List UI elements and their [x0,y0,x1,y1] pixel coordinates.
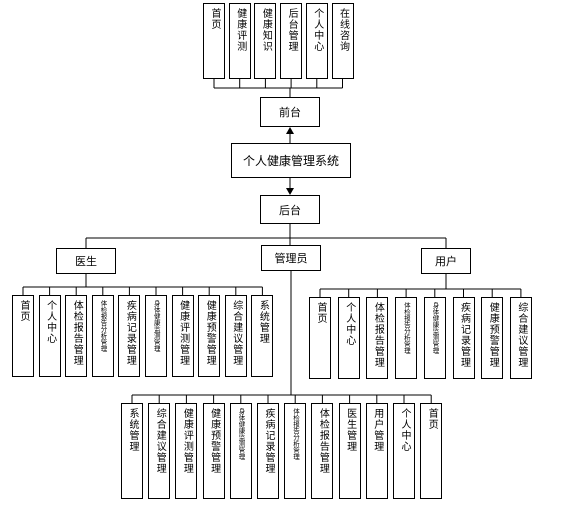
doctor-module-label: 体检报告管理 [71,300,83,366]
user-module-label: 个人中心 [343,302,355,346]
user-role-label: 用户 [435,255,457,268]
admin-role-node: 管理员 [261,245,321,271]
admin-module-label: 系统管理 [127,408,138,452]
admin-module-box: 疾病记录管理 [257,403,279,499]
arrow-down [286,188,294,195]
doctor-role-node: 医生 [56,248,116,274]
frontend-module-box: 健康评测 [228,3,251,79]
user-module-box: 个人中心 [337,297,360,379]
admin-module-box: 体检报告分析管理 [284,403,307,499]
doctor-module-label: 疾病记录管理 [124,300,136,366]
frontend-module-label: 首页 [209,8,220,30]
user-module-label: 疾病记录管理 [458,302,470,368]
user-module-box: 体检报告管理 [366,297,389,379]
admin-module-box: 医生管理 [338,403,361,499]
root-node: 个人健康管理系统 [231,143,351,178]
user-module-label: 健康预警管理 [487,302,499,368]
frontend-node: 前台 [260,97,320,127]
frontend-module-box: 首页 [203,3,225,79]
doctor-module-label: 健康预警管理 [204,300,216,366]
doctor-module-label: 系统管理 [257,300,269,344]
doctor-module-box: 首页 [12,295,34,377]
doctor-module-box: 身体健康监测管理 [145,295,167,377]
admin-role-label: 管理员 [274,252,308,265]
frontend-module-box: 个人中心 [305,3,328,79]
admin-module-box: 系统管理 [121,403,143,499]
doctor-module-box: 健康评测管理 [171,295,194,377]
admin-module-label: 体检报告分析管理 [291,408,300,460]
arrow-up [286,127,294,134]
user-module-label: 体检报告管理 [372,302,384,368]
user-module-box: 疾病记录管理 [452,297,475,379]
frontend-module-box: 在线咨询 [331,3,354,79]
root-label: 个人健康管理系统 [242,154,339,168]
admin-module-box: 健康评测管理 [175,403,198,499]
doctor-module-box: 健康预警管理 [198,295,221,377]
user-module-label: 身体健康监测管理 [431,302,440,354]
frontend-module-box: 健康知识 [254,3,277,79]
admin-module-label: 健康预警管理 [208,408,220,474]
user-module-box: 首页 [309,297,331,379]
doctor-module-label: 体检报告分析管理 [99,300,108,352]
admin-module-box: 体检报告管理 [311,403,334,499]
user-module-box: 健康预警管理 [481,297,504,379]
admin-module-label: 首页 [426,408,438,430]
user-module-label: 首页 [315,302,326,324]
doctor-module-label: 首页 [18,300,29,322]
user-role-node: 用户 [421,248,471,274]
doctor-module-box: 个人中心 [38,295,61,377]
frontend-module-label: 后台管理 [286,8,298,52]
frontend-module-label: 在线咨询 [337,8,349,52]
user-module-label: 体检报告分析管理 [402,302,411,354]
frontend-module-label: 个人中心 [311,8,323,52]
admin-module-box: 个人中心 [393,403,415,499]
admin-module-label: 疾病记录管理 [263,408,274,474]
admin-module-label: 用户管理 [371,408,383,452]
doctor-module-label: 综合建议管理 [230,300,242,366]
backend-label: 后台 [279,203,301,217]
admin-module-box: 健康预警管理 [202,403,225,499]
admin-module-label: 体检报告管理 [317,408,329,474]
doctor-module-box: 体检报告管理 [65,295,88,377]
backend-node: 后台 [260,195,320,224]
admin-module-label: 个人中心 [399,408,410,452]
admin-module-label: 健康评测管理 [181,408,193,474]
user-module-box: 体检报告分析管理 [395,297,418,379]
admin-module-box: 首页 [420,403,443,499]
doctor-role-label: 医生 [75,255,97,268]
admin-module-label: 综合建议管理 [154,408,166,474]
doctor-module-label: 身体健康监测管理 [152,300,161,352]
frontend-label: 前台 [279,106,301,119]
frontend-module-box: 后台管理 [280,3,303,79]
admin-module-label: 医生管理 [344,408,356,452]
admin-module-box: 用户管理 [365,403,388,499]
admin-module-box: 身体健康监测管理 [229,403,252,499]
admin-module-label: 身体健康监测管理 [237,408,246,460]
doctor-module-label: 健康评测管理 [177,300,189,366]
user-module-box: 综合建议管理 [509,297,532,379]
doctor-module-box: 系统管理 [251,295,274,377]
user-module-box: 身体健康监测管理 [423,297,446,379]
admin-module-box: 综合建议管理 [148,403,171,499]
frontend-module-label: 健康评测 [234,8,246,52]
user-module-label: 综合建议管理 [515,302,527,368]
doctor-module-label: 个人中心 [44,300,56,344]
frontend-module-label: 健康知识 [260,8,272,52]
doctor-module-box: 疾病记录管理 [118,295,141,377]
doctor-module-box: 体检报告分析管理 [91,295,114,377]
doctor-module-box: 综合建议管理 [224,295,247,377]
